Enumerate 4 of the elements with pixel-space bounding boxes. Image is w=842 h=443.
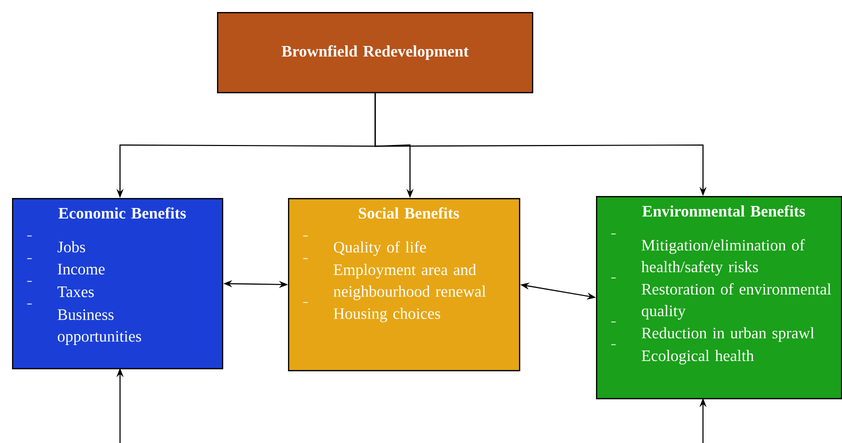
- benefit-box: Social Benefits Quality of life Employment area and neighbourhood renewal Housing choices: [288, 198, 520, 372]
- title-box: Brownfield Redevelopment: [217, 12, 534, 94]
- benefit-box: Economic Benefits Jobs Income Taxes Business opportunities: [12, 198, 224, 370]
- benefit-box: Environmental Benefits Mitigation/elimination of health/safety risks Restoration of environmental quality Reduction in urban sprawl Ecological health: [596, 196, 842, 400]
